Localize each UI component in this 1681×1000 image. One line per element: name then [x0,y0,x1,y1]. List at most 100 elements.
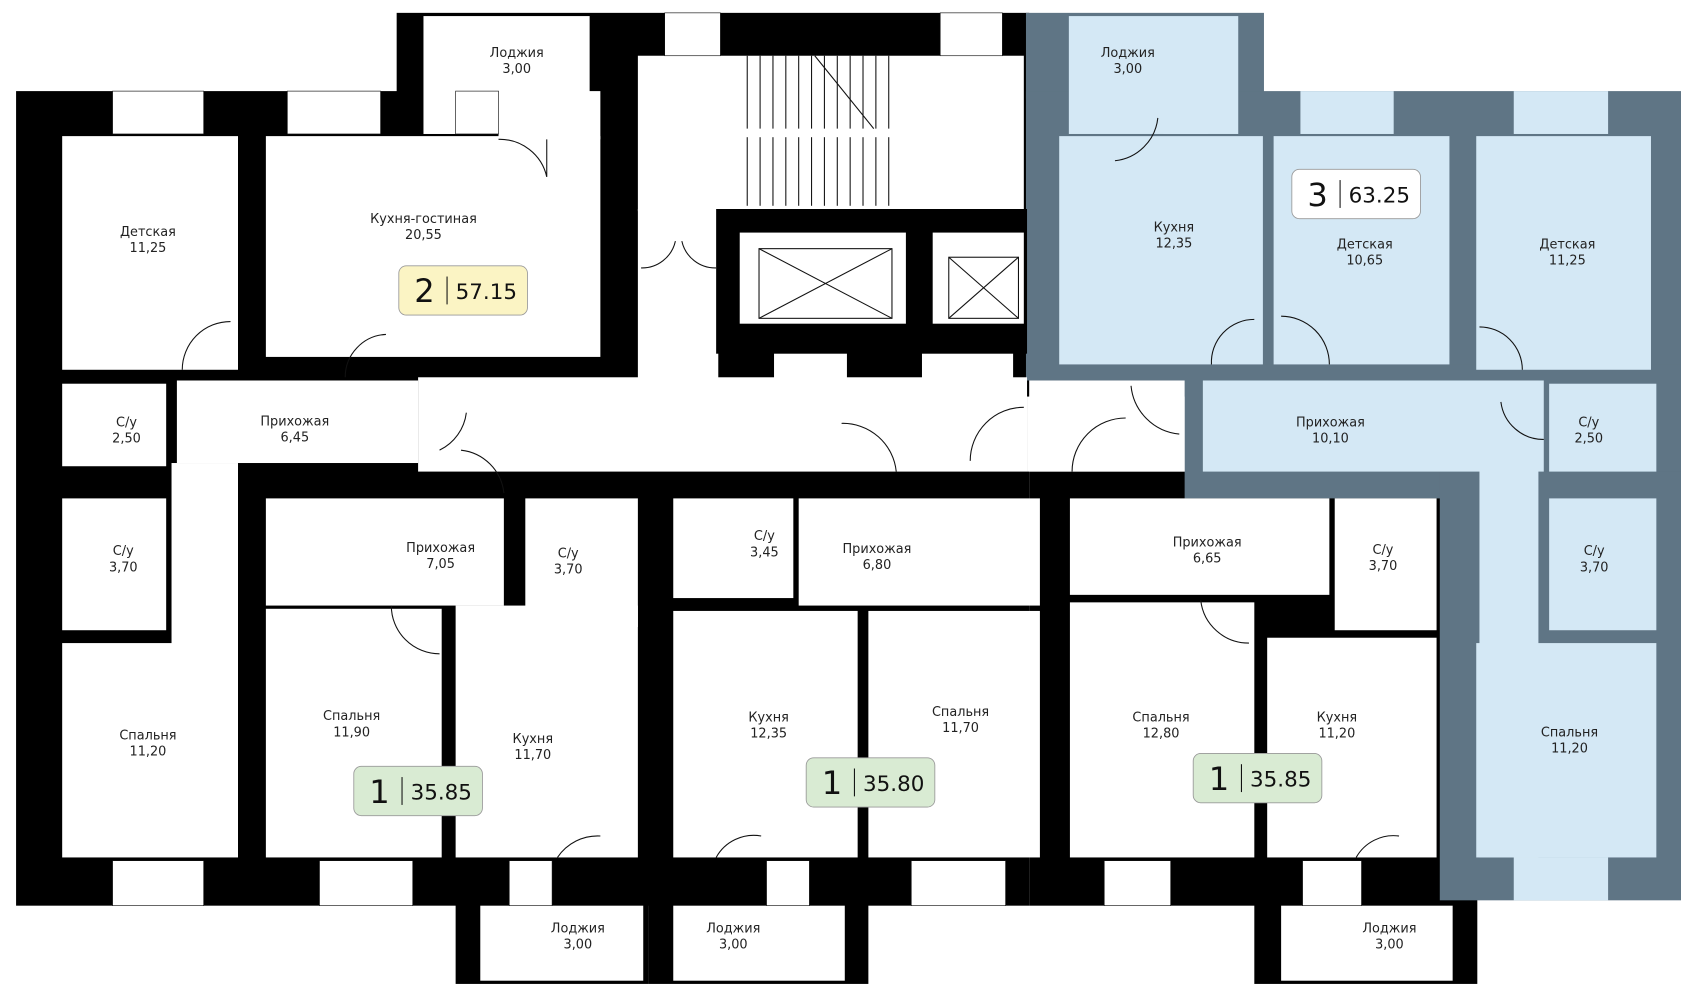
room-name: Кухня [1154,221,1195,236]
room-area: 7,05 [426,557,455,572]
room-area: 12,35 [750,726,787,741]
room-area: 6,45 [280,431,309,446]
badge-area: 35.85 [411,781,472,806]
selected-apartment[interactable] [1025,12,1681,901]
badge-area: 57.15 [456,280,517,305]
room-name: С/у [1373,543,1394,558]
room-area: 12,80 [1143,726,1180,741]
badge-room-count: 1 [1209,760,1229,798]
stairs [746,55,890,206]
room-area: 11,70 [942,721,979,736]
badge-area: 35.85 [1250,768,1311,793]
room-name: Прихожая [260,415,329,430]
room-name: Кухня [513,732,554,747]
room-label[interactable]: С/у3,45 [750,529,779,560]
room-name: Лоджия [1101,46,1155,61]
room-area: 11,25 [130,241,167,256]
room-area: 11,70 [514,748,551,763]
badge-room-count: 1 [369,773,389,811]
room-name: С/у [1584,544,1605,559]
room-name: С/у [116,416,137,431]
room-name: Детская [1539,238,1595,253]
room-label[interactable]: С/у3,70 [554,546,583,577]
room-area: 3,45 [750,545,779,560]
stairwell [716,55,1028,354]
room-area: 11,20 [130,745,167,760]
windows [112,12,1362,907]
room-name: Детская [1337,238,1393,253]
badge-area: 35.80 [863,772,924,797]
room-name: С/у [754,529,775,544]
room-area: 3,00 [719,938,748,953]
room-name: Спальня [119,729,176,744]
room-label[interactable]: С/у3,70 [1580,544,1609,575]
badge-room-count: 2 [414,272,434,310]
badge-room-count: 3 [1307,176,1327,214]
room-name: Прихожая [843,542,912,557]
room-label[interactable]: С/у2,50 [1574,416,1603,447]
room-name: Лоджия [490,46,544,61]
room-area: 3,00 [1113,62,1142,77]
room-area: 11,20 [1551,741,1588,756]
room-area: 3,00 [502,62,531,77]
room-area: 12,35 [1155,237,1192,252]
room-name: Прихожая [1296,416,1365,431]
room-area: 11,90 [333,725,370,740]
room-area: 10,65 [1346,254,1383,269]
badge-area: 63.25 [1349,184,1410,209]
room-name: Прихожая [406,541,475,556]
room-label[interactable]: С/у3,70 [109,544,138,575]
room-area: 6,80 [863,558,892,573]
room-labels: Лоджия3,00Детская11,25Кухня-гостиная20,5… [109,46,1609,953]
doors [181,117,1544,858]
room-area: 3,70 [1369,559,1398,574]
room-name: Спальня [1132,710,1189,725]
room-label[interactable]: С/у2,50 [112,416,141,447]
room-name: Спальня [1541,725,1598,740]
room-area: 3,70 [109,560,138,575]
room-area: 11,25 [1549,254,1586,269]
room-area: 3,70 [1580,560,1609,575]
room-name: Кухня [748,710,789,725]
room-area: 20,55 [405,228,442,243]
room-area: 3,70 [554,562,583,577]
room-name: Кухня-гостиная [370,212,477,227]
room-name: С/у [558,546,579,561]
room-name: Прихожая [1173,536,1242,551]
room-name: Лоджия [551,921,605,936]
room-name: С/у [113,544,134,559]
room-label[interactable]: С/у3,70 [1369,543,1398,574]
badge-room-count: 1 [822,764,842,802]
room-name: Лоджия [1362,921,1416,936]
room-name: Спальня [323,709,380,724]
